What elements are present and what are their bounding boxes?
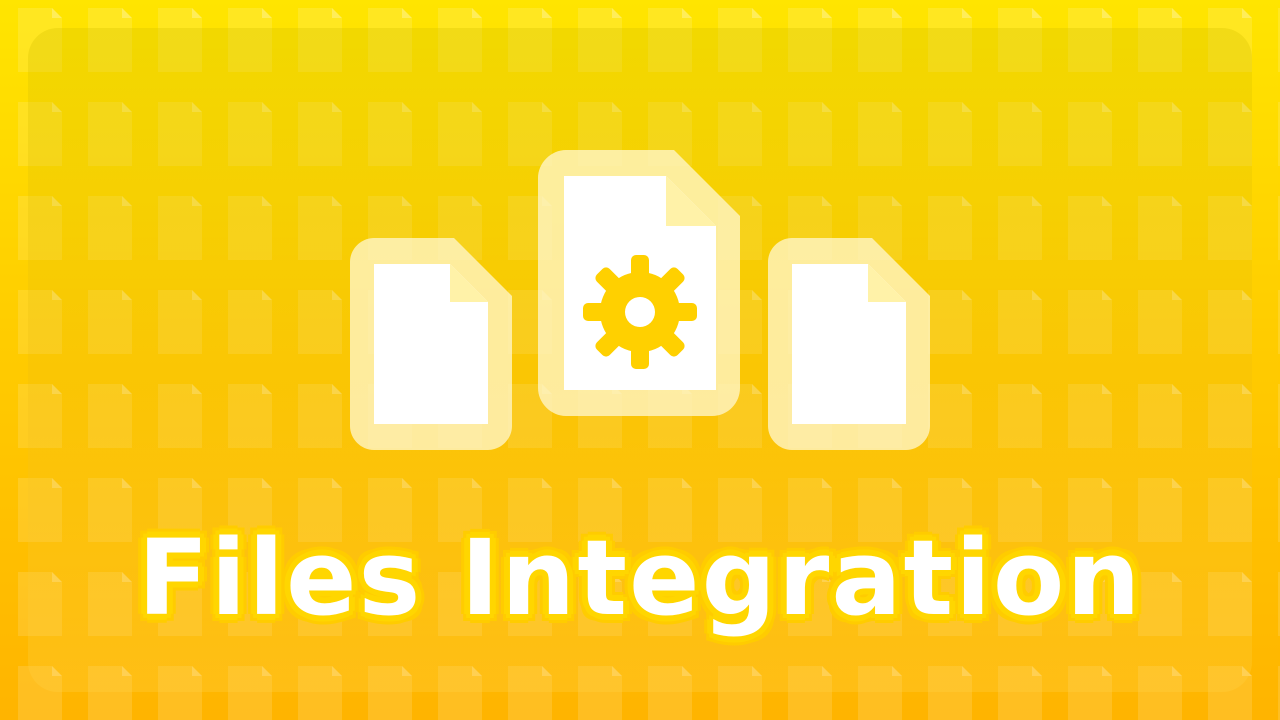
document-icon-right	[768, 238, 930, 450]
document-gear-icon	[538, 150, 740, 416]
title-container: Files Integration	[80, 488, 1200, 668]
document-icon-left	[350, 238, 512, 450]
page-title: Files Integration	[137, 517, 1143, 639]
